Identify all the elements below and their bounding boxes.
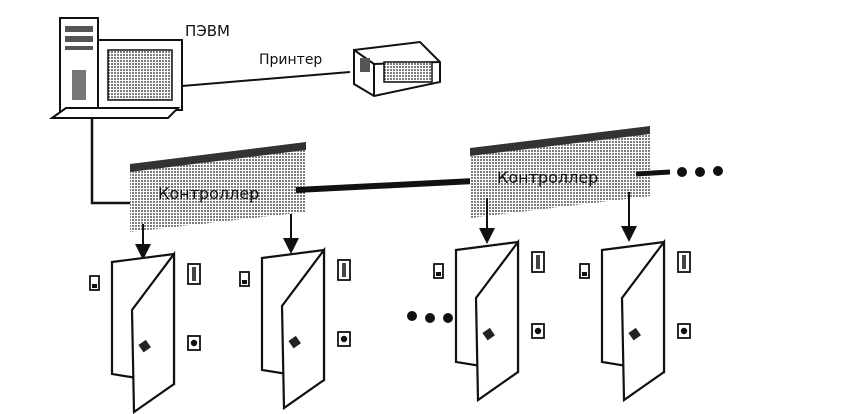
door-icon bbox=[280, 246, 326, 411]
card-reader-slot bbox=[682, 255, 686, 269]
door-unit bbox=[239, 246, 351, 411]
controller-arrows bbox=[135, 192, 637, 260]
controller-1-block bbox=[130, 150, 306, 232]
card-reader-slot bbox=[342, 263, 346, 277]
exit-button-icon bbox=[89, 275, 100, 291]
exit-button-dot bbox=[242, 280, 247, 284]
computer-icon bbox=[48, 17, 183, 119]
controller-bus bbox=[295, 177, 495, 193]
controller-2-label: Контроллер bbox=[497, 168, 599, 187]
printer-icon bbox=[353, 40, 441, 98]
lock-sensor-dot bbox=[680, 327, 688, 335]
door-icon bbox=[474, 238, 520, 403]
bus-continuation bbox=[635, 169, 671, 177]
continuation-dots-right bbox=[677, 166, 723, 177]
pc-printer-link bbox=[181, 71, 351, 87]
exit-button-icon bbox=[579, 263, 590, 279]
lock-sensor-dot bbox=[534, 327, 542, 335]
controller-2-block bbox=[470, 134, 650, 218]
door-unit bbox=[89, 250, 201, 414]
door-handle-icon bbox=[628, 327, 641, 341]
controller-1-label: Контроллер bbox=[158, 184, 260, 203]
continuation-dots-left bbox=[407, 311, 453, 323]
door-handle-icon bbox=[288, 335, 301, 349]
door-handle-icon bbox=[482, 327, 495, 341]
card-reader-slot bbox=[536, 255, 540, 269]
lock-sensor-dot bbox=[340, 335, 348, 343]
door-unit bbox=[433, 238, 545, 403]
printer-label: Принтер bbox=[259, 52, 323, 68]
exit-button-dot bbox=[436, 272, 441, 276]
door-handle-icon bbox=[138, 339, 151, 353]
door-icon bbox=[620, 238, 666, 403]
exit-button-dot bbox=[582, 272, 587, 276]
pc-label: ПЭВМ bbox=[185, 22, 230, 40]
exit-button-icon bbox=[239, 271, 250, 287]
door-unit bbox=[579, 238, 691, 403]
lock-sensor-dot bbox=[190, 339, 198, 347]
card-reader-slot bbox=[192, 267, 196, 281]
door-icon bbox=[130, 250, 176, 414]
exit-button-dot bbox=[92, 284, 97, 288]
exit-button-icon bbox=[433, 263, 444, 279]
